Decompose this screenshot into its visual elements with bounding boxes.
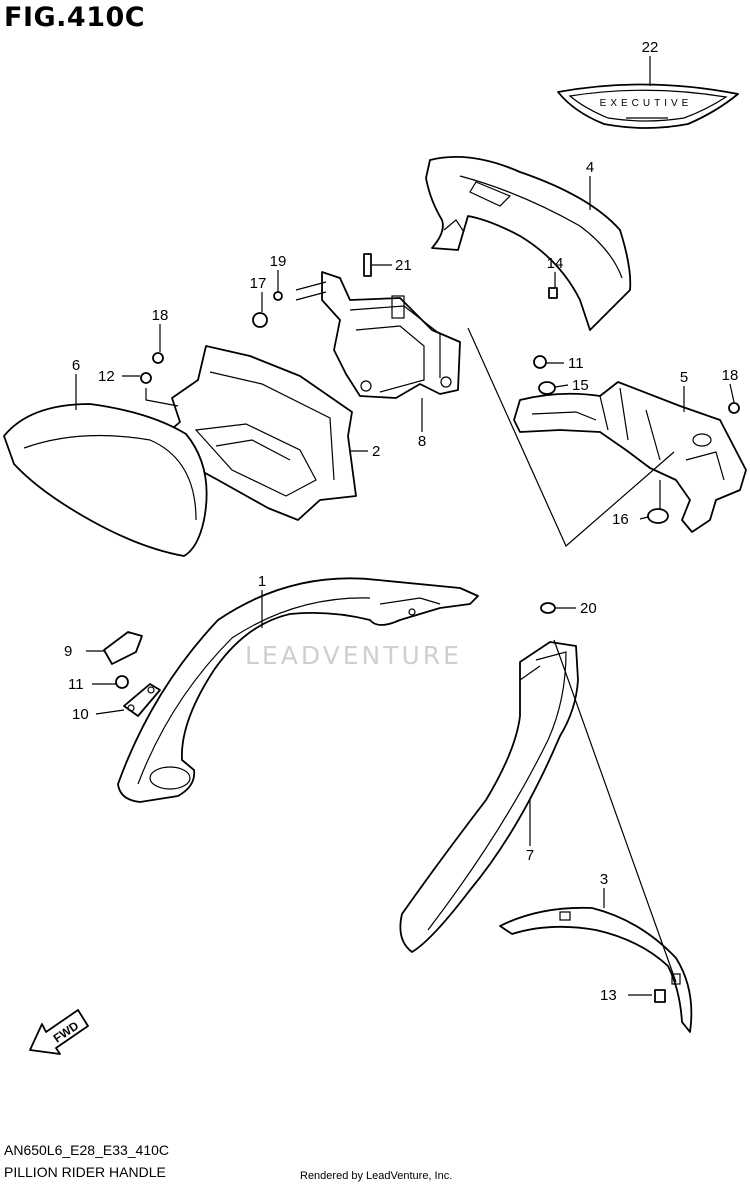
part-15-grommet[interactable] (538, 381, 556, 395)
footer-credit: Rendered by LeadVenture, Inc. (300, 1170, 453, 1182)
callout-20: 20 (580, 600, 597, 617)
part-3-trim-strip[interactable] (499, 906, 693, 1033)
part-2-inner-panel[interactable] (165, 345, 357, 521)
callout-13: 13 (600, 987, 617, 1004)
callout-22: 22 (642, 39, 659, 56)
watermark: LEADVENTURE (245, 641, 462, 670)
callout-6: 6 (72, 357, 80, 374)
callout-15: 15 (572, 377, 589, 394)
callout-17: 17 (250, 275, 267, 292)
part-18-screw-left[interactable] (152, 352, 164, 364)
callout-10: 10 (72, 706, 89, 723)
figure-name: PILLION RIDER HANDLE (4, 1164, 166, 1180)
callout-12: 12 (98, 368, 115, 385)
callout-21: 21 (395, 257, 412, 274)
callout-11-upper: 11 (568, 355, 584, 372)
leader-lines (75, 56, 735, 996)
part-4-upper-cover[interactable] (425, 155, 632, 331)
callout-14: 14 (547, 255, 564, 272)
part-12-clip[interactable] (140, 372, 152, 384)
callout-18-right: 18 (722, 367, 739, 384)
figure-title: FIG.410C (4, 2, 146, 33)
callout-9: 9 (64, 643, 72, 660)
part-17-grommet[interactable] (252, 312, 268, 328)
callout-4: 4 (586, 159, 594, 176)
callout-labels: 22 4 14 21 19 17 18 12 6 8 2 11 15 5 18 … (64, 39, 738, 1004)
part-7-side-cover[interactable] (399, 641, 579, 953)
callout-19: 19 (270, 253, 287, 270)
part-19-screw[interactable] (273, 291, 283, 301)
callout-16: 16 (612, 511, 629, 528)
fwd-arrow-icon: FWD (29, 1009, 89, 1055)
part-13-nut[interactable] (654, 989, 666, 1003)
callout-11-lower: 11 (68, 676, 84, 693)
emblem-text: EXECUTIVE (600, 98, 693, 109)
callout-8: 8 (418, 433, 426, 450)
part-8-bracket[interactable] (295, 271, 461, 399)
callout-1: 1 (258, 573, 266, 590)
part-11-bolt[interactable] (115, 675, 129, 689)
callout-18-left: 18 (152, 307, 169, 324)
part-21-bolt[interactable] (363, 253, 372, 277)
part-16-grommet[interactable] (647, 508, 669, 524)
callout-3: 3 (600, 871, 608, 888)
part-6-seat-pad[interactable] (3, 403, 208, 557)
part-1-handle[interactable] (117, 577, 479, 803)
part-22-emblem[interactable]: EXECUTIVE (557, 83, 739, 129)
callout-7: 7 (526, 847, 534, 864)
part-5-rear-cover[interactable] (513, 381, 747, 533)
part-20-clip[interactable] (540, 602, 556, 614)
part-10-plate[interactable] (123, 683, 161, 717)
part-14-nut[interactable] (548, 287, 558, 299)
callout-2: 2 (372, 443, 380, 460)
figure-code: AN650L6_E28_E33_410C (4, 1142, 170, 1158)
part-9-cap[interactable] (103, 631, 143, 665)
part-18-screw-right[interactable] (728, 402, 740, 414)
callout-5: 5 (680, 369, 688, 386)
part-11-bolt-upper[interactable] (533, 355, 547, 369)
